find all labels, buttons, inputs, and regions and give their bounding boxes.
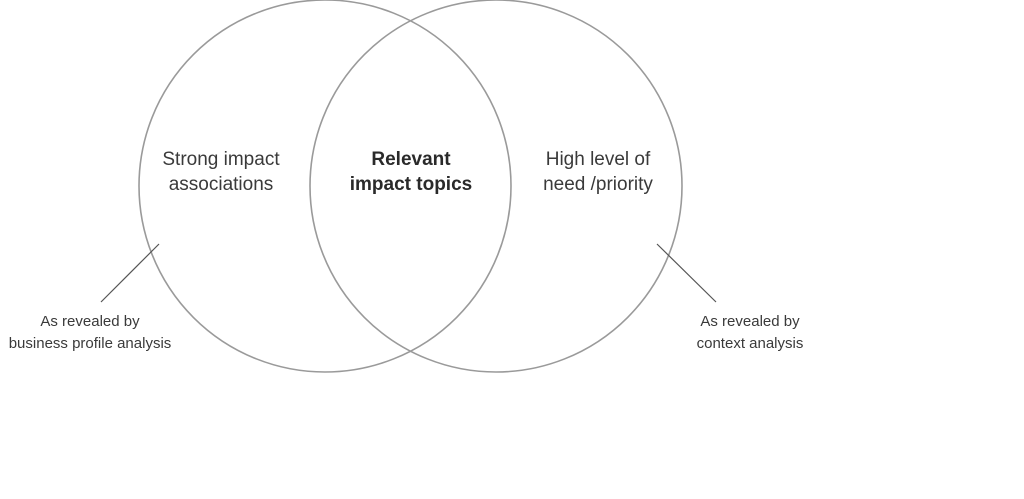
right-note-line-2: context analysis [696,335,804,352]
left-circle-label-line-1: Strong impact [162,149,280,170]
left-note-line-2: business profile analysis [8,335,172,352]
left-circle-label: Strong impact associations [141,147,301,197]
intersection-label-line-2: impact topics [349,174,473,195]
right-leader-line [656,243,717,303]
right-note: As revealed by context analysis [670,311,830,355]
intersection-label: Relevant impact topics [331,147,491,197]
right-circle-label-line-1: High level of [545,149,651,170]
left-leader-line [100,243,160,303]
right-circle [309,0,683,373]
left-circle [138,0,512,373]
right-note-line-1: As revealed by [700,313,800,330]
right-circle-label-line-2: need /priority [543,174,653,195]
left-note: As revealed by business profile analysis [0,311,180,355]
right-circle-label: High level of need /priority [518,147,678,197]
intersection-label-line-1: Relevant [371,149,451,170]
left-note-line-1: As revealed by [40,313,140,330]
left-circle-label-line-2: associations [168,174,274,195]
